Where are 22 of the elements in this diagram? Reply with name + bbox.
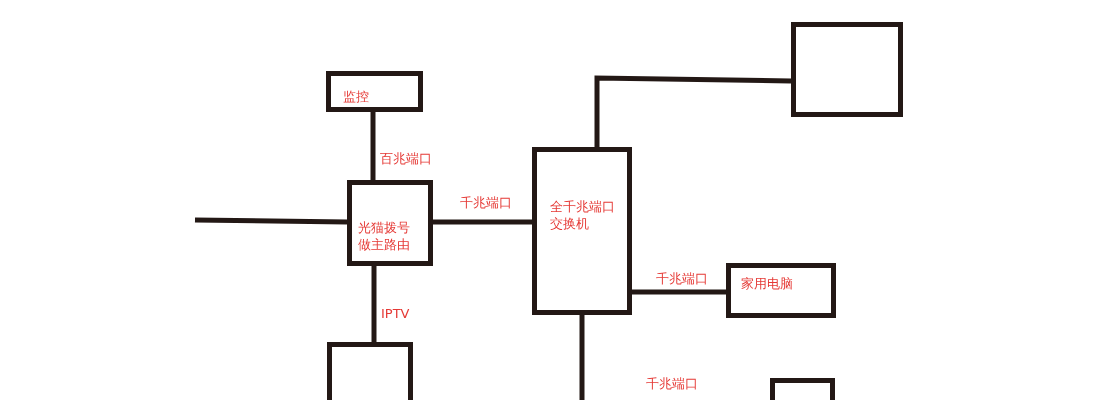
- port-label: 千兆端口: [646, 374, 698, 392]
- empty-box: [327, 342, 413, 400]
- device-box: [532, 147, 632, 315]
- connector-line: [433, 219, 532, 225]
- node-label: 监控: [343, 88, 370, 105]
- connector-line: [594, 75, 792, 147]
- connector-line: [632, 289, 726, 295]
- connector-line: [194, 217, 348, 225]
- connector-line: [371, 266, 377, 342]
- edge-label: 百兆端口: [380, 149, 432, 167]
- node-label: 家用电脑: [741, 275, 794, 292]
- edge-label: 千兆端口: [656, 269, 708, 287]
- empty-box: [791, 22, 903, 117]
- device-box: [726, 263, 836, 318]
- node-label: 全千兆端口交换机: [550, 198, 616, 232]
- edge-label: 千兆端口: [460, 193, 512, 211]
- connector-line: [370, 112, 376, 180]
- node-label: 光猫拨号做主路由: [358, 219, 411, 253]
- empty-box: [770, 378, 835, 400]
- device-box: [347, 180, 433, 266]
- connector-line: [579, 315, 585, 400]
- device-box: [326, 71, 423, 112]
